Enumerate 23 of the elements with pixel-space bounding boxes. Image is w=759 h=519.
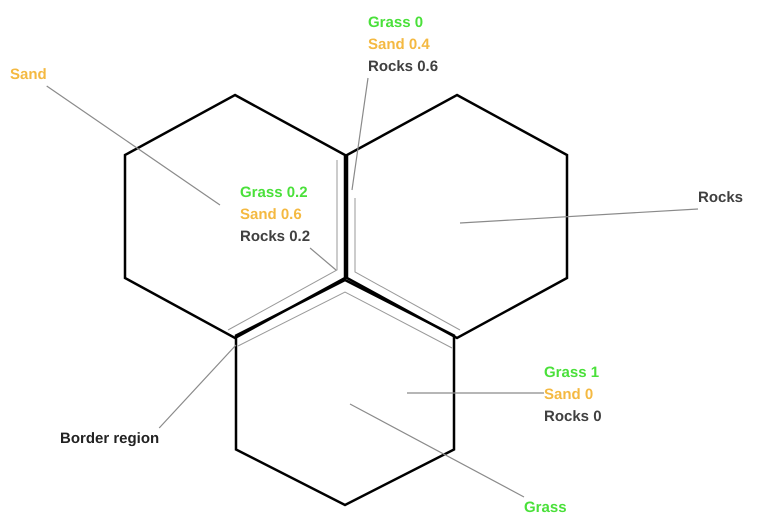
region-label: Border region — [60, 428, 160, 450]
weight-value: Rocks 0 — [544, 407, 602, 427]
hexagon-tile — [236, 280, 454, 505]
hexagon-tile — [347, 95, 567, 338]
weight-value: Grass 0.2 — [240, 183, 309, 203]
weight-value: Sand 0.4 — [368, 35, 431, 55]
weight-value: Grass 1 — [544, 363, 600, 383]
leader-line — [46, 86, 220, 206]
leader-line — [407, 392, 544, 394]
weight-value: Sand 0 — [544, 385, 594, 405]
hexagon-tile — [125, 95, 345, 338]
leader-line — [351, 78, 369, 190]
weight-value: Rocks 0.6 — [368, 57, 438, 77]
leader-line — [158, 344, 236, 428]
region-label: Rocks — [698, 187, 744, 209]
leader-line — [460, 208, 698, 224]
leader-line — [350, 403, 524, 498]
weight-value: Rocks 0.2 — [240, 227, 310, 247]
region-label: Sand — [10, 64, 47, 86]
weight-value: Grass 0 — [368, 13, 424, 33]
leader-line — [310, 248, 336, 270]
region-label: Grass — [524, 497, 567, 519]
weight-value: Sand 0.6 — [240, 205, 303, 225]
